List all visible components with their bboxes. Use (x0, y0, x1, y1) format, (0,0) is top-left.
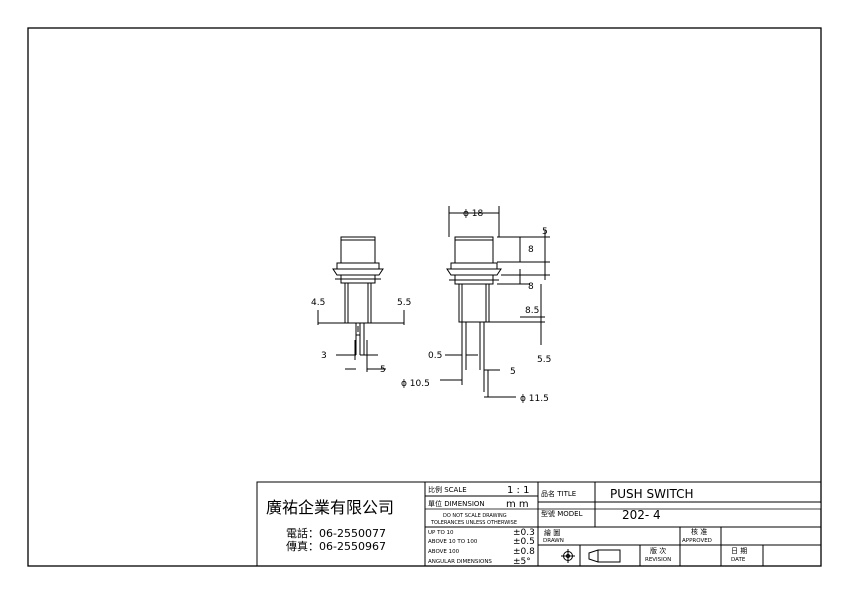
dim-5-mid: 5 (510, 367, 516, 377)
tol-label-3: ABOVE 100 (428, 549, 460, 555)
company-name: 廣祐企業有限公司 (266, 498, 394, 517)
dim-5-top: 5 (542, 227, 548, 237)
tol-label-2: ABOVE 10 TO 100 (428, 539, 478, 545)
company-phone: 電話：06-2550077 (286, 526, 386, 540)
date-en: DATE (731, 557, 746, 563)
tol-label-1: UP TO 10 (428, 530, 454, 536)
title-block-text: 廣祐企業有限公司 電話：06-2550077 傳真：06-2550967 比例 … (266, 485, 747, 567)
unit-value: m m (506, 499, 529, 510)
company-fax: 傳真：06-2550967 (286, 539, 386, 553)
dimension-labels: ϕ 18 5 8 8 8.5 5.5 4.5 5.5 3 5 0.5 5 ϕ 1… (311, 209, 551, 404)
dim-8-b: 8 (528, 282, 534, 292)
no-scale-note: DO NOT SCALE DRAWING (443, 513, 507, 519)
model-label: 型號 MODEL (541, 509, 583, 518)
date-cn: 日 期 (731, 547, 747, 555)
dim-8-5: 8.5 (525, 306, 539, 316)
title-block (256, 481, 822, 567)
dim-4-5: 4.5 (311, 298, 325, 308)
unit-label: 單位 DIMENSION (428, 499, 485, 508)
revision-cn: 版 次 (650, 546, 666, 555)
tol-value-4: ±5° (513, 557, 531, 567)
scale-label: 比例 SCALE (428, 485, 467, 494)
dim-dia-18: ϕ 18 (463, 209, 484, 219)
dim-dia-10-5: ϕ 10.5 (401, 379, 430, 389)
approved-en: APPROVED (682, 538, 712, 544)
dim-5-left: 5 (380, 365, 386, 375)
tolerance-note: TOLERANCES UNLESS OTHERWISE (430, 520, 517, 526)
dim-8-a: 8 (528, 245, 534, 255)
model-value: 202- 4 (622, 508, 661, 522)
drawn-en: DRAWN (543, 538, 564, 544)
front-view (440, 206, 550, 398)
tol-value-3: ±0.8 (513, 547, 535, 557)
dim-dia-11-5: ϕ 11.5 (520, 394, 549, 404)
tol-value-2: ±0.5 (513, 537, 535, 547)
scale-value: 1 : 1 (507, 485, 529, 496)
tol-label-4: ANGULAR DIMENSIONS (428, 559, 492, 565)
projection-symbol-icon (561, 549, 621, 563)
title-value: PUSH SWITCH (610, 487, 694, 501)
title-label: 品名 TITLE (541, 489, 576, 498)
dim-3: 3 (321, 351, 327, 361)
revision-en: REVISION (645, 557, 671, 563)
dim-5-5-left: 5.5 (397, 298, 411, 308)
approved-cn: 核 准 (691, 527, 707, 536)
drawn-cn: 繪 圖 (544, 528, 560, 537)
side-view (317, 236, 405, 372)
tol-value-1: ±0.3 (513, 528, 535, 538)
dim-5-5-right: 5.5 (537, 355, 551, 365)
dim-0-5: 0.5 (428, 351, 442, 361)
